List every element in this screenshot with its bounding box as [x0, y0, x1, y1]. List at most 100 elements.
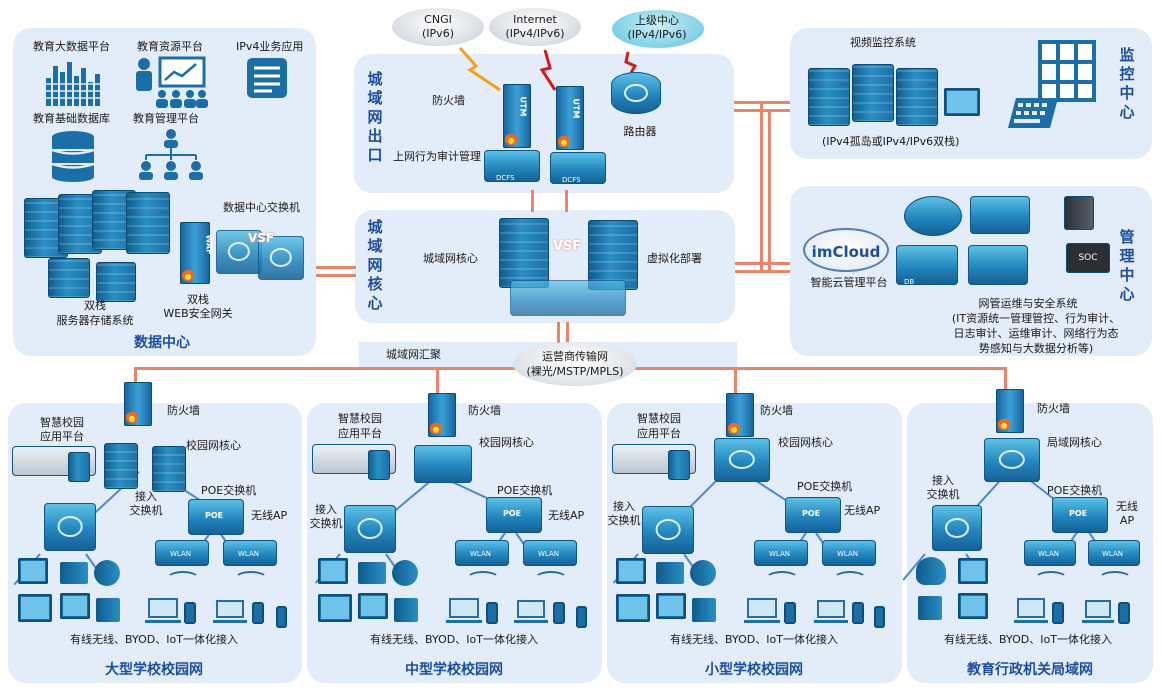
campus-access-line2: 交换机 — [309, 517, 343, 530]
label-ops-line1: (IT资源统一管理管控、行为审计、 — [951, 312, 1121, 325]
poe-text: POE — [205, 511, 224, 520]
dc-switch — [258, 236, 304, 280]
upper-line1: 上级中心 — [635, 14, 679, 27]
cngi-cloud — [392, 8, 484, 46]
campus-access-line1: 接入 — [932, 474, 954, 487]
desktop-pc — [656, 593, 686, 619]
label-audit: 上网行为审计管理 — [393, 150, 481, 163]
label-video: 视频监控系统 — [850, 36, 916, 49]
label-web-gateway: WEB安全网关 — [163, 307, 233, 320]
campus-wlan-ap — [754, 540, 808, 566]
poe-text: POE — [802, 509, 821, 518]
label-ipv4-note: (IPv4孤岛或IPv4/IPv6双栈) — [822, 135, 960, 148]
wlan-text: WLAN — [837, 550, 859, 558]
core-switch-2 — [588, 220, 638, 290]
nvr-server — [852, 64, 894, 122]
laptop — [145, 598, 181, 623]
org-chart-icon — [139, 129, 203, 180]
upper-line2: (IPv4/IPv6) — [627, 28, 687, 41]
poe-text: POE — [503, 509, 522, 518]
printer — [60, 562, 88, 584]
campus-firewall-label: 防火墙 — [468, 404, 501, 417]
campus-wlan-ap — [523, 540, 577, 566]
bar-chart-icon — [44, 62, 104, 106]
campus-title: 中型学校校园网 — [405, 662, 503, 678]
campus-wlan-ap — [822, 540, 876, 566]
wifi-waves — [234, 571, 268, 587]
nvr-server — [896, 68, 938, 126]
carrier-line2: (裸光/MSTP/MPLS) — [526, 365, 624, 378]
storage-array — [48, 258, 90, 298]
trunk-exit-core-2 — [565, 190, 568, 212]
rack-server — [126, 192, 170, 254]
campus-access-switch — [44, 503, 96, 551]
phone — [276, 606, 287, 628]
campus-footer: 有线无线、BYOD、IoT一体化接入 — [370, 633, 538, 646]
search-device — [968, 245, 1028, 285]
laptop — [446, 598, 482, 623]
label-imcloud: 智能云管理平台 — [810, 276, 888, 289]
keyboard-icon — [1008, 98, 1058, 128]
desktop-pc — [60, 593, 90, 619]
carrier-cloud — [513, 342, 637, 386]
vsf-text: VSF — [248, 231, 275, 245]
cngi-line2: (IPv6) — [422, 27, 454, 40]
camera — [692, 598, 716, 622]
campus-access-line2: 交换机 — [926, 488, 960, 501]
label-ops-line2: 日志审计、运维审计、网络行为态 — [953, 327, 1119, 340]
label-edu-base-db: 教育基础数据库 — [33, 112, 110, 125]
waf-text: WAF — [204, 234, 214, 255]
label-edu-bigdata: 教育大数据平台 — [33, 40, 110, 53]
phone — [576, 606, 587, 628]
laptop — [1014, 598, 1048, 623]
campus-ap-line2: AP — [1119, 514, 1135, 527]
dcfs-text-1: DCFS — [496, 174, 515, 182]
vsf-platform — [510, 280, 626, 316]
poe-text: POE — [1069, 509, 1088, 518]
desktop-pc — [958, 558, 988, 584]
campus-footer: 有线无线、BYOD、IoT一体化接入 — [70, 633, 238, 646]
phone — [874, 606, 885, 628]
campus-platform-line1: 智慧校园 — [40, 416, 84, 429]
wlan-text: WLAN — [538, 550, 560, 558]
campus-platform-server — [668, 450, 690, 480]
data-center-title: 数据中心 — [134, 335, 190, 351]
camera — [96, 598, 120, 622]
presentation-icon — [136, 56, 208, 108]
campus-firewall — [428, 393, 456, 437]
imcloud-text: imCloud — [811, 243, 881, 261]
desktop-pc — [616, 594, 650, 622]
wlan-text: WLAN — [238, 550, 260, 558]
carrier-line1: 运营商传输网 — [542, 350, 608, 363]
waf-gateway — [180, 222, 210, 284]
phone — [252, 602, 264, 624]
db-text: DB — [904, 278, 915, 286]
desktop-pc — [318, 594, 352, 622]
campus-core-label: 校园网核心 — [186, 439, 241, 452]
campus-platform-server — [68, 452, 90, 482]
desktop-pc — [616, 558, 646, 584]
campus-platform-line2: 应用平台 — [637, 427, 681, 440]
trunk-drop-admin — [1004, 367, 1007, 390]
label-edu-mgmt: 教育管理平台 — [133, 112, 199, 125]
trunk-drop-medium — [436, 367, 439, 394]
phone — [1118, 602, 1130, 624]
laptop — [1082, 600, 1114, 623]
laptop — [213, 600, 247, 623]
mgmt-device — [970, 196, 1030, 234]
storage-array — [96, 262, 136, 302]
dcfs-device-1 — [484, 150, 540, 182]
campus-access-switch — [642, 506, 694, 554]
imcloud-cloud — [803, 228, 889, 272]
wlan-text: WLAN — [470, 550, 492, 558]
campus-wlan-ap — [1024, 540, 1076, 566]
campus-wlan-ap — [455, 540, 509, 566]
campus-core-switch — [984, 438, 1040, 482]
management-title: 管理中心 — [1119, 228, 1135, 303]
campus-poe-switch — [785, 497, 841, 533]
campus-poe-switch — [486, 497, 542, 533]
camera — [918, 596, 942, 620]
campus-title: 教育行政机关局域网 — [967, 662, 1093, 678]
mgmt-server — [1064, 196, 1094, 230]
